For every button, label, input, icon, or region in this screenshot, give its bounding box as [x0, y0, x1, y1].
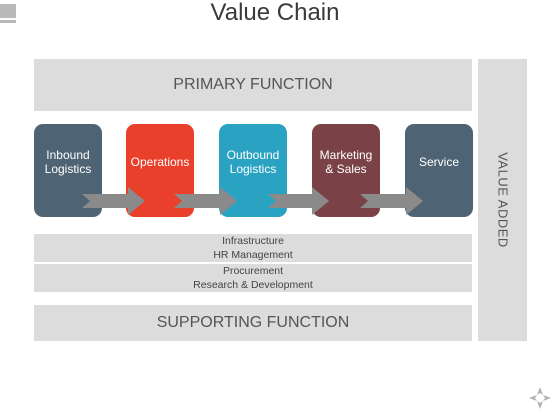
compass-logo-icon	[529, 387, 551, 409]
support-hr-management: HR Management	[213, 249, 293, 261]
primary-function-label: PRIMARY FUNCTION	[173, 76, 333, 93]
corner-mark-icon	[0, 4, 16, 24]
primary-function-band: PRIMARY FUNCTION	[34, 59, 472, 111]
support-row-1: Infrastructure HR Management	[34, 234, 472, 262]
supporting-function-label: SUPPORTING FUNCTION	[156, 314, 350, 331]
value-added-label: VALUE ADDED	[495, 152, 510, 248]
support-research-development: Research & Development	[193, 279, 313, 291]
activity-inbound-logistics: Inbound Logistics	[34, 124, 102, 217]
support-row-2: Procurement Research & Development	[34, 264, 472, 292]
activity-operations: Operations	[126, 124, 194, 217]
support-procurement: Procurement	[222, 265, 284, 277]
activity-service: Service	[405, 124, 473, 217]
page-title: Value Chain	[210, 0, 340, 26]
value-added-band: VALUE ADDED	[478, 59, 527, 341]
supporting-function-band: SUPPORTING FUNCTION	[34, 305, 472, 341]
support-infrastructure: Infrastructure	[222, 235, 284, 247]
activity-marketing-sales: Marketing & Sales	[312, 124, 380, 217]
activity-outbound-logistics: Outbound Logistics	[219, 124, 287, 217]
